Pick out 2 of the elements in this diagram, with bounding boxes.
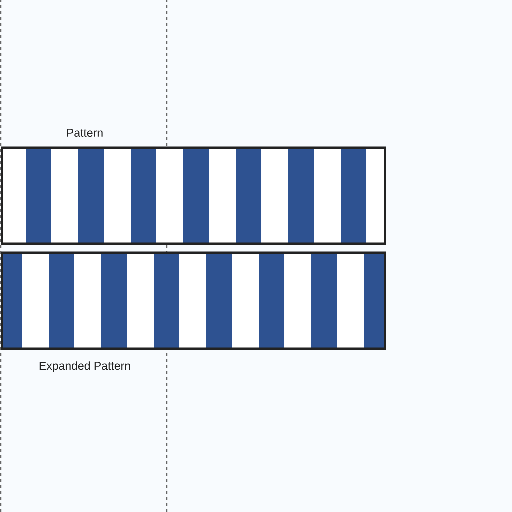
heading: Expanded Pattern: [40, 362, 130, 372]
heading: Pattern: [67, 128, 103, 137]
